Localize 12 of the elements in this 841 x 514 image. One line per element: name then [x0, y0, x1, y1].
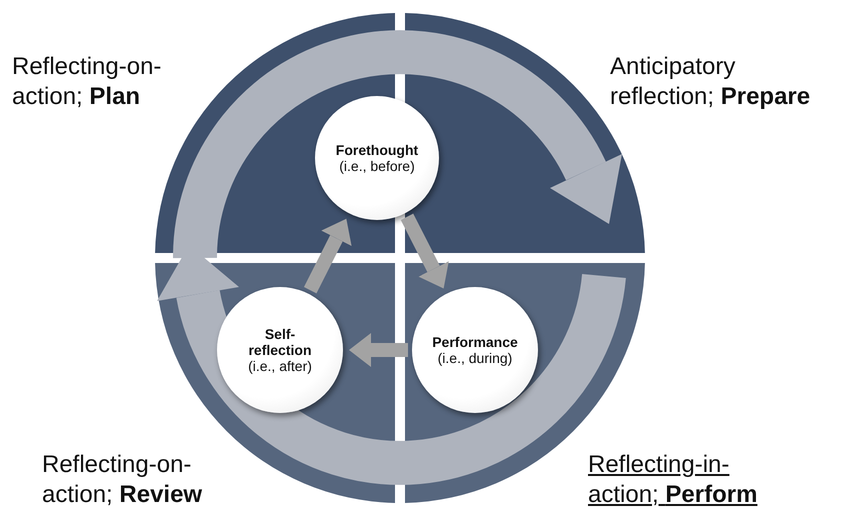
arrow [349, 333, 408, 367]
arrow [304, 218, 352, 294]
stage-note: (i.e., during) [438, 350, 512, 366]
stage-title: Self-reflection [247, 326, 312, 358]
phase-label: Reflecting-on-action; Plan [12, 52, 162, 112]
phase-label: Reflecting-in-action; Perform [588, 450, 758, 510]
phase-label: Reflecting-on-action; Review [42, 450, 204, 510]
stage-title: Performance [431, 334, 519, 350]
stage-note: (i.e., before) [339, 158, 415, 174]
stage-title: Forethought [334, 142, 420, 158]
stage-note: (i.e., after) [248, 358, 312, 374]
phase-label: Anticipatory reflection; Prepare [610, 52, 812, 112]
